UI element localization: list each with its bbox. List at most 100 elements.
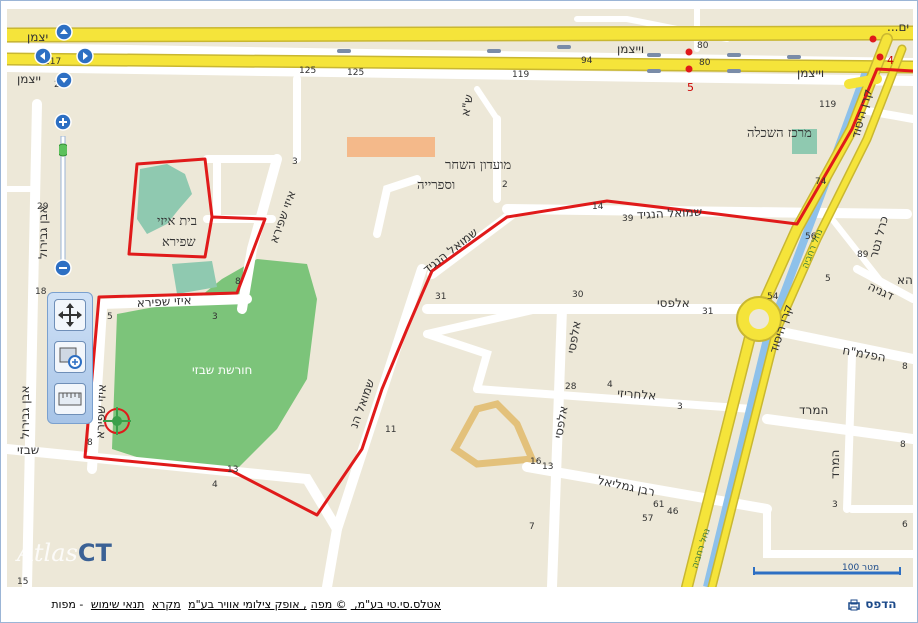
house-number: 3 (832, 500, 838, 510)
house-number: 3 (677, 402, 683, 412)
measure-tool-button[interactable] (54, 383, 86, 415)
house-number: 125 (347, 68, 364, 78)
credits-line: אטלס.סי.טי בע"מ, © מפה, אופק צילומי אווי… (49, 598, 443, 611)
target-marker-icon[interactable] (103, 407, 131, 435)
house-number: 94 (581, 56, 593, 66)
zoom-slider[interactable] (59, 136, 67, 260)
park-area (112, 259, 317, 469)
street-label: אלפסי (551, 405, 570, 440)
place-label: בית איזי (157, 214, 197, 229)
ruler-icon (58, 392, 82, 406)
route-line (83, 67, 913, 517)
place-label: שפירא (162, 235, 196, 250)
house-number: 57 (642, 514, 653, 524)
chevron-up-icon (60, 29, 68, 34)
house-number: 4 (212, 480, 218, 490)
street-label: רבן גמליאל (596, 473, 656, 499)
street-label: וייצמן (617, 42, 644, 56)
credit-suffix: - מפות (51, 598, 87, 611)
route-point (876, 53, 884, 61)
house-number: 119 (819, 100, 836, 110)
street-label: אבן גבירול (36, 206, 50, 259)
credit-map-link[interactable]: © מפה (310, 598, 347, 611)
street-label: יצמן (27, 30, 48, 44)
house-number: 8 (902, 362, 908, 372)
house-number: 31 (435, 292, 446, 302)
zoom-map-icon (59, 347, 82, 369)
chevron-down-icon (60, 78, 68, 83)
house-number: 14 (592, 202, 604, 212)
house-number: 8 (900, 440, 906, 450)
house-number: 74 (815, 177, 827, 187)
street-label: איזי שפירא (136, 293, 192, 310)
route-label-4: 4 (887, 54, 894, 67)
print-label: הדפס (865, 597, 897, 611)
house-number: 7 (529, 522, 535, 532)
atlas-watermark: AtlasCT (17, 539, 112, 567)
street-label: אלחריזי (617, 386, 657, 403)
house-number: 28 (565, 382, 577, 392)
zoom-area-tool-button[interactable] (54, 341, 86, 373)
route-label-5: 5 (687, 81, 694, 94)
street-label: המרד (799, 403, 828, 417)
chevron-right-icon (83, 52, 88, 60)
credit-ofek-link[interactable]: , אופק צילומי אוויר בע"מ (188, 598, 307, 611)
house-number: 56 (805, 232, 817, 242)
house-number: 119 (512, 70, 529, 80)
street-label: ש"א (458, 93, 476, 117)
street-label: ייצמן (17, 72, 41, 86)
plus-icon (59, 118, 67, 126)
house-number: 80 (697, 41, 709, 51)
house-number: 46 (667, 507, 679, 517)
street-label: וייצמן (797, 66, 824, 80)
building (172, 261, 217, 294)
house-number: 13 (227, 465, 238, 475)
house-number: 89 (857, 250, 869, 260)
road-loop (450, 400, 538, 468)
street-label: ...ים (887, 20, 909, 34)
house-number: 39 (622, 214, 634, 224)
move-arrows-icon (58, 303, 82, 327)
house-number: 54 (767, 292, 779, 302)
house-number: 31 (702, 307, 713, 317)
house-number: 80 (699, 58, 711, 68)
street-label: שבזי (17, 443, 39, 457)
building (137, 164, 192, 234)
street-label: המרד (828, 450, 842, 479)
route-point (685, 65, 693, 73)
map-canvas[interactable]: 5 4 יצמן וייצמן ייצמן וייצמן ...ים מרכז … (7, 9, 913, 587)
street-label: כרל נטר (866, 214, 891, 259)
house-number: 11 (385, 425, 396, 435)
place-label: מרכז השכלה (747, 126, 812, 141)
house-number: 2 (502, 180, 508, 190)
house-number: 29 (37, 202, 49, 212)
building (347, 137, 435, 157)
legend-link[interactable]: מקרא (151, 598, 181, 611)
street-label: אבן גבירול (18, 386, 32, 439)
print-button[interactable]: הדפס (847, 597, 897, 612)
house-number: 5 (825, 274, 831, 284)
house-number: 16 (530, 457, 542, 467)
route-point (869, 35, 877, 43)
traffic-arrows (337, 45, 801, 73)
house-number: 5 (107, 312, 113, 322)
street-label: אלפסי (564, 320, 583, 355)
house-number: 30 (572, 290, 584, 300)
map-svg[interactable]: 5 4 יצמן וייצמן ייצמן וייצמן ...ים מרכז … (7, 9, 913, 587)
zoom-handle-icon (59, 143, 67, 157)
street-label: הא (897, 273, 913, 287)
stream (703, 67, 871, 587)
chevron-left-icon (40, 52, 45, 60)
terms-link[interactable]: תנאי שימוש (90, 598, 145, 611)
house-number: 117 (44, 57, 61, 67)
scale-bar: 100 מטר (752, 561, 902, 577)
scale-label: 100 מטר (842, 563, 879, 573)
pan-tool-button[interactable] (54, 299, 86, 331)
roundabout-center (749, 309, 769, 329)
route-point (685, 48, 693, 56)
place-label: חורשת שבזי (192, 363, 252, 377)
house-number: 13 (542, 462, 553, 472)
street-label: דגניה (866, 279, 897, 303)
credit-atlas-link[interactable]: אטלס.סי.טי בע"מ, (350, 598, 441, 611)
building (792, 129, 817, 154)
